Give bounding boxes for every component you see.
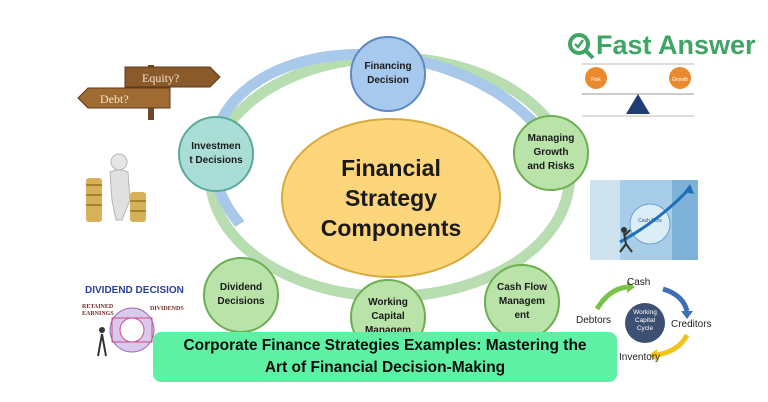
logo-text: Fast Answer xyxy=(596,30,756,60)
sign-debt: Debt? xyxy=(100,92,129,106)
cycle-debtors: Debtors xyxy=(576,315,612,326)
cycle-inventory: Inventory xyxy=(619,352,661,363)
cycle-creditors: Creditors xyxy=(671,319,712,330)
node-label: Cash Flow Managem ent xyxy=(496,282,547,321)
node-label: Financing Decision xyxy=(364,61,412,86)
retained-earnings-label: RETAINED xyxy=(82,304,114,310)
dividend-decision-image: RETAINED EARNINGS DIVIDENDS xyxy=(82,304,184,357)
center-ellipse: Financial Strategy Components xyxy=(281,118,501,278)
growth-label: Growth xyxy=(672,77,688,83)
node-growth: Managing Growth and Risks xyxy=(513,115,589,191)
thinking-man-coins-image xyxy=(86,153,146,222)
caption-line-1: Corporate Finance Strategies Examples: M… xyxy=(183,337,587,354)
node-label: Working Capital Managem xyxy=(364,297,412,336)
working-capital-cycle-graphic: Cash Creditors Inventory Debtors Working… xyxy=(575,275,715,367)
center-label: Financial Strategy Components xyxy=(320,155,462,241)
node-dividend: Dividend Decisions xyxy=(203,257,279,333)
risk-label: Risk xyxy=(591,77,601,83)
caption-banner: Corporate Finance Strategies Examples: M… xyxy=(153,332,617,382)
fast-answer-logo: Fast Answer xyxy=(566,30,756,61)
signpost-image: Equity? Debt? xyxy=(77,65,221,120)
sign-equity: Equity? xyxy=(142,71,179,85)
dividend-decision-title: DIVIDEND DECISION xyxy=(85,285,184,296)
cycle-cash: Cash xyxy=(627,277,651,288)
cash-flow-wheel-label: Cash Flow xyxy=(638,218,662,224)
node-label: Dividend Decisions xyxy=(217,282,265,307)
node-financing: Financing Decision xyxy=(350,36,426,112)
node-cashflow: Cash Flow Managem ent xyxy=(484,264,560,340)
caption-line-2: Art of Financial Decision-Making xyxy=(264,359,506,376)
svg-text:EARNINGS: EARNINGS xyxy=(82,311,114,317)
cash-flow-push-image: Cash Flow xyxy=(590,180,698,260)
node-label: Investmen t Decisions xyxy=(189,141,243,166)
magnifier-icon xyxy=(568,32,595,59)
node-investment: Investmen t Decisions xyxy=(178,116,254,192)
risk-growth-balance-image: Risk Growth xyxy=(582,63,694,117)
cycle-arrows xyxy=(594,281,693,361)
cycle-center: Working Capital Cycle xyxy=(633,309,657,332)
dividends-label: DIVIDENDS xyxy=(150,306,184,312)
node-label: Managing Growth and Risks xyxy=(527,133,575,172)
